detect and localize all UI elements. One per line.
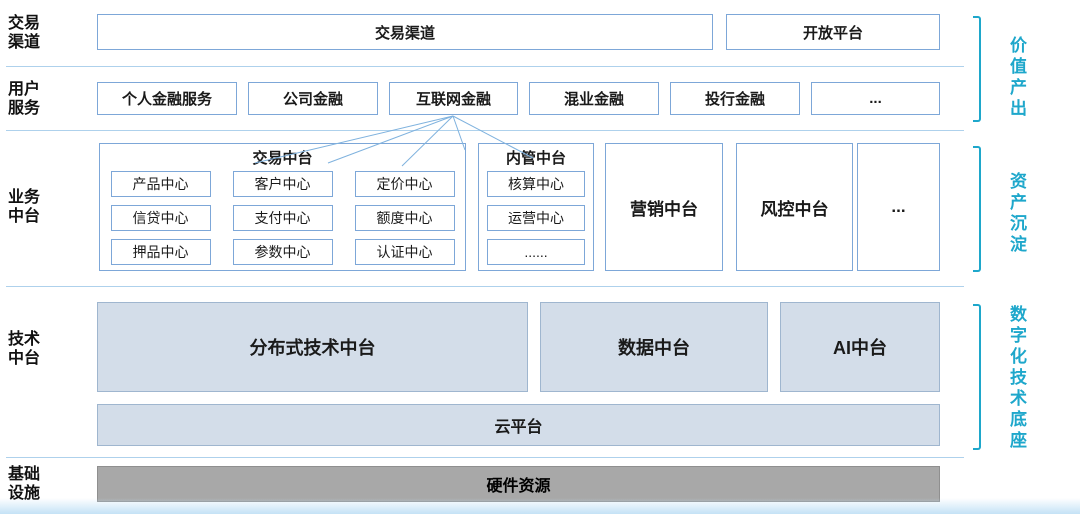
box-hardware-resources: 硬件资源: [97, 466, 940, 502]
cell-internal-more: ......: [487, 239, 585, 265]
box-data-platform: 数据中台: [540, 302, 768, 392]
group-internal-platform: 内管中台 核算中心 运营中心 ......: [478, 143, 594, 271]
group-title-trade: 交易中台: [252, 150, 313, 167]
row-divider: [6, 66, 964, 67]
box-marketing-platform: 营销中台: [605, 143, 723, 271]
box-mixed-finance: 混业金融: [529, 82, 659, 115]
cell-accounting-center: 核算中心: [487, 171, 585, 197]
row-divider: [6, 130, 964, 131]
row-divider: [6, 457, 964, 458]
box-business-more: ...: [857, 143, 940, 271]
box-investment-banking: 投行金融: [670, 82, 800, 115]
internal-center-grid: 核算中心 运营中心 ......: [479, 171, 593, 265]
annotation-digital-tech-base: 数字化技术底座: [1007, 305, 1026, 452]
cell-pricing-center: 定价中心: [354, 171, 455, 197]
cell-product-center: 产品中心: [110, 171, 211, 197]
annotation-asset-deposit: 资产沉淀: [1007, 172, 1026, 256]
box-more-services: ...: [811, 82, 940, 115]
cell-operation-center: 运营中心: [487, 205, 585, 231]
cell-payment-center: 支付中心: [232, 205, 333, 231]
box-open-platform: 开放平台: [726, 14, 940, 50]
group-title-internal: 内管中台: [505, 150, 566, 167]
cell-authentication-center: 认证中心: [354, 239, 455, 265]
box-ai-platform: AI中台: [780, 302, 940, 392]
box-trading-channel: 交易渠道: [97, 14, 713, 50]
annotation-value-output: 价值产出: [1007, 36, 1026, 120]
row-label-tech-middle: 技术 中台: [8, 331, 41, 368]
cell-parameter-center: 参数中心: [232, 239, 333, 265]
row-label-business-middle: 业务 中台: [8, 189, 41, 226]
bracket-value-output: [973, 16, 981, 122]
bottom-gradient: [0, 498, 1080, 514]
box-distributed-tech-platform: 分布式技术中台: [97, 302, 528, 392]
row-label-infrastructure: 基础 设施: [8, 466, 41, 503]
cell-collateral-center: 押品中心: [110, 239, 211, 265]
trade-center-grid: 产品中心 客户中心 定价中心 信贷中心 支付中心 额度中心 押品中心 参数中心 …: [100, 171, 465, 265]
group-trade-platform: 交易中台 产品中心 客户中心 定价中心 信贷中心 支付中心 额度中心 押品中心 …: [99, 143, 466, 271]
row-divider: [6, 286, 964, 287]
bracket-digital-base: [973, 304, 981, 450]
cell-quota-center: 额度中心: [354, 205, 455, 231]
box-personal-finance: 个人金融服务: [97, 82, 237, 115]
cell-credit-center: 信贷中心: [110, 205, 211, 231]
cell-customer-center: 客户中心: [232, 171, 333, 197]
box-corporate-finance: 公司金融: [248, 82, 378, 115]
box-internet-finance: 互联网金融: [389, 82, 518, 115]
bracket-asset-deposit: [973, 146, 981, 272]
box-cloud-platform: 云平台: [97, 404, 940, 446]
box-risk-platform: 风控中台: [736, 143, 853, 271]
row-label-trading-channel: 交易 渠道: [8, 15, 41, 52]
row-label-user-service: 用户 服务: [8, 81, 41, 118]
